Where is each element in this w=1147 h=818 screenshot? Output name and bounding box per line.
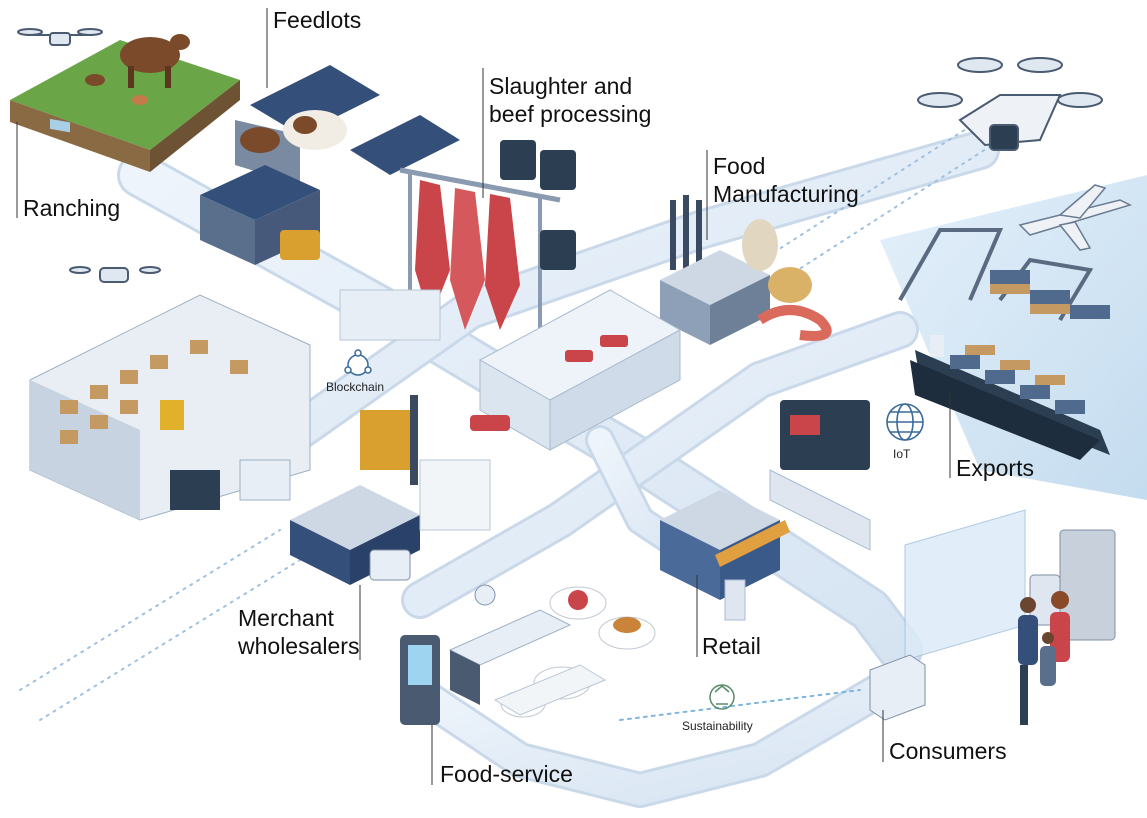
blockchain-icon (344, 349, 372, 376)
label-retail: Retail (702, 633, 761, 659)
label-leader-lines (16, 8, 951, 785)
iot-globe-icon (886, 403, 924, 441)
cargo-drone-icon (917, 57, 1103, 151)
processing-rail (339, 140, 576, 341)
warehouse (29, 294, 311, 521)
label-wholesalers-line2: wholesalers (238, 633, 360, 659)
processing-line (470, 289, 682, 451)
small-drone-icon (69, 266, 161, 283)
feedlot-barns (200, 65, 460, 265)
label-manufacturing-line2: Manufacturing (713, 181, 859, 207)
food-service-station (400, 584, 656, 725)
airplane-icon (1018, 184, 1133, 251)
label-wholesalers-line1: Merchant (238, 605, 334, 631)
label-manufacturing-line1: Food (713, 153, 766, 179)
label-feedlots: Feedlots (273, 7, 362, 33)
label-food-service: Food-service (440, 761, 573, 787)
harbor-water (880, 175, 1147, 500)
label-slaughter-line1: Slaughter and (489, 73, 633, 99)
label-ranching: Ranching (23, 195, 121, 221)
container-ship (910, 335, 1110, 460)
label-iot: IoT (893, 447, 911, 461)
label-blockchain: Blockchain (326, 380, 385, 394)
manufacturing-plant (660, 195, 832, 345)
drone-icon (17, 28, 103, 46)
label-exports: Exports (956, 455, 1034, 481)
label-slaughter-line2: beef processing (489, 101, 652, 127)
recycle-icon (709, 684, 735, 710)
label-consumers: Consumers (889, 738, 1007, 764)
consumer-home (869, 509, 1116, 725)
wholesaler-building (290, 395, 491, 585)
port-cranes (898, 228, 1110, 322)
retail-store (660, 400, 871, 621)
label-sustainability: Sustainability (682, 719, 753, 733)
ranch-pasture (10, 34, 240, 172)
